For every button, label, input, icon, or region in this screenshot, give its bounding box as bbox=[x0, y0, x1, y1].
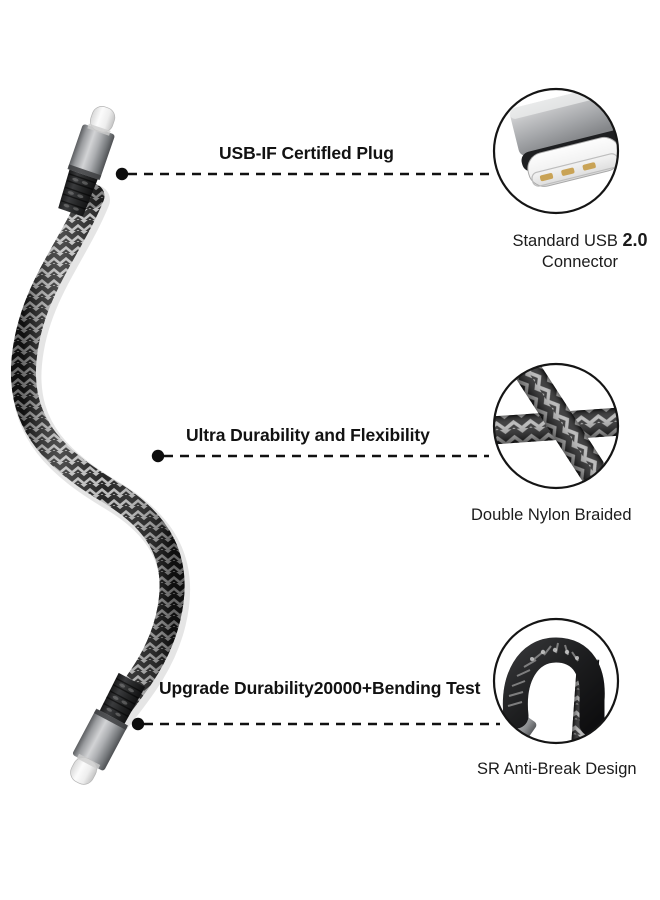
callout-label-usb-if-plug: USB-IF Certifled Plug bbox=[219, 143, 394, 163]
caption-sr-anti-break-design: SR Anti-Break Design bbox=[477, 760, 637, 778]
caption-double-nylon-braided: Double Nylon Braided bbox=[471, 506, 632, 524]
bottom-usb-c-connector bbox=[70, 672, 146, 785]
detail-circle-outline-1 bbox=[492, 87, 620, 215]
leader-dot-1 bbox=[115, 167, 129, 181]
detail-circle-outline-3 bbox=[492, 617, 620, 745]
leader-dot-3 bbox=[131, 717, 145, 731]
leader-dot-2 bbox=[151, 449, 165, 463]
callout-leader-lines bbox=[115, 167, 500, 731]
detail-circle-strain-relief bbox=[492, 617, 620, 745]
top-usb-c-connector bbox=[58, 106, 116, 217]
caption-version: 2.0 bbox=[622, 230, 648, 250]
callout-label-durability-flexibility: Ultra Durability and Flexibility bbox=[186, 425, 430, 445]
detail-circle-braided-cross bbox=[492, 362, 620, 490]
caption-suffix: Connector bbox=[541, 253, 619, 271]
callout-label-bending-test: Upgrade Durability20000+Bending Test bbox=[159, 678, 481, 698]
caption-prefix: Standard USB bbox=[512, 232, 623, 250]
detail-circle-usb-c-connector bbox=[492, 87, 620, 215]
detail-circle-outline-2 bbox=[492, 362, 620, 490]
